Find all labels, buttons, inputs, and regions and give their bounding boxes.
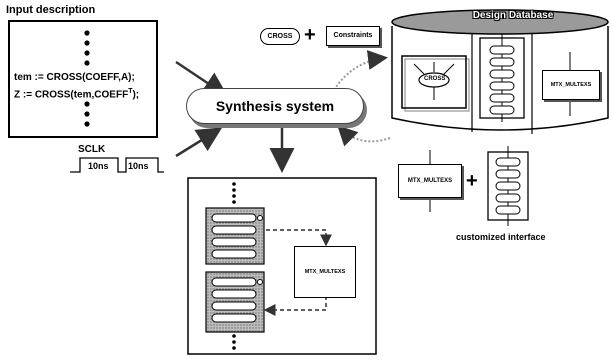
arrow-database-to-synthesis — [337, 125, 391, 147]
result-multiplier-box: MTX_MULTEXS — [294, 246, 356, 298]
code-line-2-superscript: T — [128, 88, 133, 95]
plus-sign-custom: + — [466, 170, 478, 192]
cross-library-node: CROSS — [260, 28, 300, 45]
cross-graph-box — [401, 55, 470, 112]
constraints-box: Constraints — [326, 26, 380, 46]
arrow-clock-to-synthesis — [175, 127, 223, 158]
input-dots-top — [84, 30, 90, 66]
result-pipeline-lower — [205, 271, 265, 333]
result-dots — [232, 182, 236, 350]
db-pipeline-stack — [479, 34, 525, 122]
custom-multiplier-box: MTX_MULTEXS — [398, 164, 462, 198]
db-multiplier-box: MTX_MULTEXS — [542, 70, 600, 100]
result-pipeline-upper — [205, 207, 265, 265]
code-line-1: tem := CROSS(COEFF,A); — [14, 72, 135, 83]
result-dashed-links — [263, 229, 332, 316]
clock-period-1: 10ns — [88, 161, 109, 171]
clock-label: SCLK — [78, 144, 106, 155]
input-heading: Input description — [6, 4, 96, 16]
input-description-box — [8, 20, 158, 138]
synthesis-system: Synthesis system — [186, 88, 364, 124]
custom-pipeline-stack — [487, 146, 529, 226]
db-cross-node-label: CROSS — [424, 76, 446, 82]
code-line-2: Z := CROSS(tem,COEFFT); — [14, 88, 139, 100]
design-database-title: Design Database — [472, 10, 554, 21]
code-line-2-end: ); — [132, 89, 140, 101]
clock-period-2: 10ns — [128, 161, 149, 171]
plus-sign-top: + — [304, 24, 316, 46]
arrow-synthesis-to-database — [333, 50, 388, 91]
clock-waveform — [70, 157, 164, 173]
custom-interface-caption: customized interface — [456, 232, 546, 242]
input-dots-bottom — [84, 101, 90, 127]
code-line-2-text: Z := CROSS(tem,COEFF — [14, 89, 129, 101]
